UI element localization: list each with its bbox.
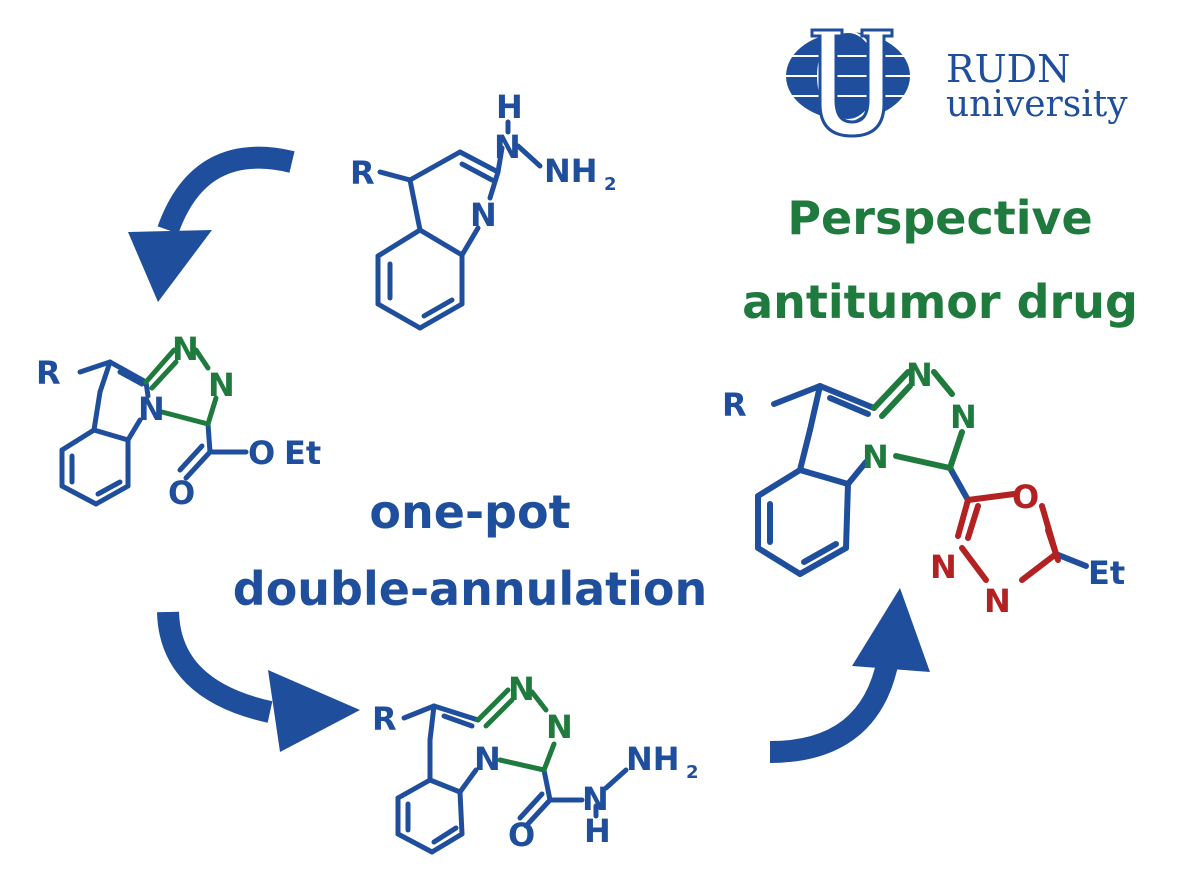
atom-n-10: N (862, 438, 889, 476)
atom-r-4: R (722, 386, 747, 424)
molecule-hydrazinoquinoline (375, 119, 543, 331)
molecule-product (755, 369, 1089, 583)
logo-text-university: university (946, 84, 1128, 125)
atom-sub2-2: 2 (686, 762, 699, 783)
rudn-logo: RUDN university (786, 28, 1128, 138)
atom-n-11: N (906, 356, 933, 394)
atom-o-4: O (1012, 478, 1039, 516)
atom-n-5: N (208, 366, 235, 404)
arrow-bottom-right (769, 588, 930, 763)
atom-n-2: N (494, 128, 521, 166)
atom-n-13: N (930, 548, 957, 586)
atom-nh-2: NH (626, 740, 680, 778)
logo-u-letter (810, 28, 894, 138)
atom-o-1: O (248, 434, 275, 472)
center-text-line-1: one-pot (369, 485, 570, 539)
atom-n-7: N (508, 670, 535, 708)
atom-et-2: Et (1088, 554, 1125, 592)
atom-n-9: N (582, 780, 609, 818)
arrow-bottom-left (157, 611, 360, 752)
molecule-triazoloquinoline-hydrazide (395, 687, 629, 855)
atom-n-8: N (546, 708, 573, 746)
atom-et-1: Et (284, 434, 321, 472)
arrow-top-left (128, 146, 295, 302)
atom-o-2: O (168, 474, 195, 512)
atom-r-1: R (350, 154, 375, 192)
atom-n-14: N (984, 582, 1011, 620)
atom-sub2-1: 2 (604, 174, 617, 195)
atom-nh-1: NH (544, 152, 598, 190)
atom-n-4: N (172, 330, 199, 368)
atom-r-3: R (372, 700, 397, 738)
atom-h-2: H (584, 812, 611, 850)
atom-r-2: R (36, 354, 61, 392)
atom-o-3: O (508, 816, 535, 854)
logo-text-rudn: RUDN (946, 47, 1070, 91)
title-line-1: Perspective (787, 191, 1092, 245)
atom-n-6: N (474, 740, 501, 778)
atom-n-3: N (138, 390, 165, 428)
atom-n-12: N (950, 398, 977, 436)
title-line-2: antitumor drug (742, 275, 1138, 329)
center-text-line-2: double-annulation (233, 562, 707, 616)
atom-h-1: H (496, 88, 523, 126)
atom-n-1: N (470, 196, 497, 234)
molecule-triazoloquinoline-ester (59, 347, 249, 507)
